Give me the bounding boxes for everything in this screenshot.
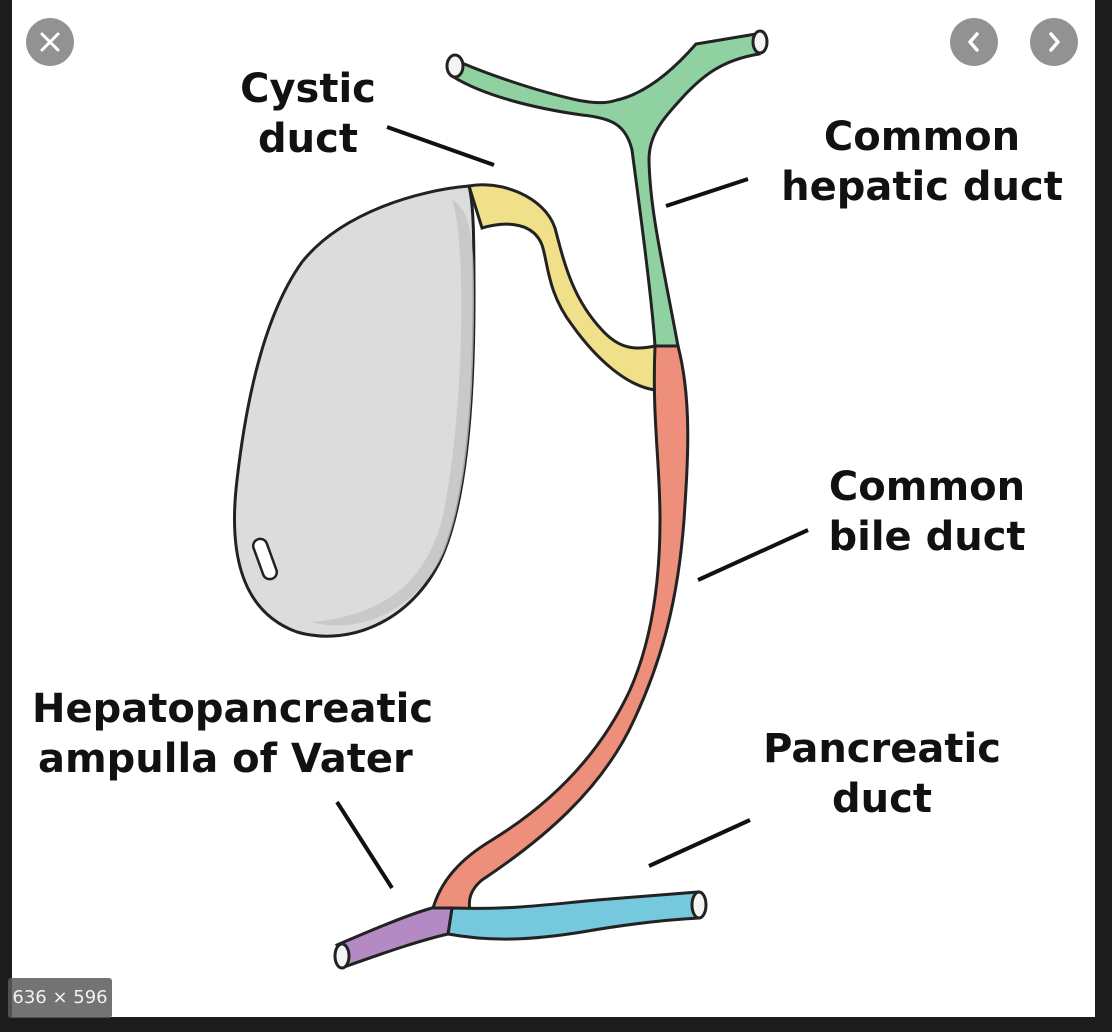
image-size-badge: 636 × 596 [8,978,112,1018]
chevron-left-icon [968,32,979,52]
label-hepatopancreatic-ampulla: Hepatopancreatic ampulla of Vater [32,686,434,782]
pancreatic-duct [446,890,701,941]
pancreatic-duct-opening [690,890,708,920]
next-image-button[interactable] [1030,18,1078,66]
common-hepatic-duct [450,32,761,348]
leader-ampulla [335,800,394,890]
label-cystic-duct: Cystic duct [240,66,376,162]
close-button[interactable] [26,18,74,66]
leader-common-bile-duct [697,528,809,582]
hepatic-duct-opening-left [445,53,465,79]
biliary-tree-diagram [233,29,809,970]
label-common-hepatic-duct: Common hepatic duct [781,114,1063,210]
chevron-right-icon [1049,32,1060,52]
hepatic-duct-opening-right [751,29,769,55]
previous-image-button[interactable] [950,18,998,66]
close-icon [40,32,60,52]
label-pancreatic-duct: Pancreatic duct [763,726,1001,822]
ampulla-of-vater [334,906,454,968]
gallbladder-highlight [251,537,279,581]
leader-pancreatic-duct [648,818,751,868]
image-canvas: Cystic duct Common hepatic duct Common b… [12,0,1095,1017]
cystic-duct [467,183,657,392]
label-common-bile-duct: Common bile duct [828,464,1026,560]
ampulla-opening [333,942,351,970]
leader-cystic-duct [386,125,495,167]
common-bile-duct [430,344,690,914]
leader-common-hepatic-duct [665,177,749,208]
